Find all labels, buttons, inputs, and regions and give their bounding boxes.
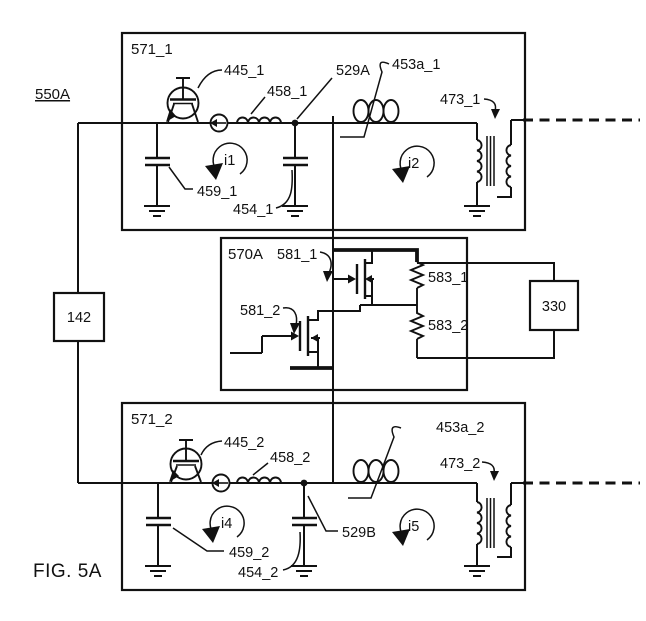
label-458_1: 458_1	[267, 84, 307, 100]
stage1-box-label: 571_1	[131, 41, 173, 58]
label-529A-leader	[296, 77, 333, 120]
label-529B: 529B	[342, 525, 376, 541]
label-445_1: 445_1	[224, 63, 264, 79]
coil-453a_2-icon	[352, 459, 400, 483]
transformer-473_2-icon	[464, 483, 512, 577]
capacitor-459_2-icon	[145, 483, 171, 577]
mosfet-581_1-icon	[333, 250, 374, 305]
loop-i4-icon	[202, 505, 245, 543]
stage2-box-label: 571_2	[131, 411, 173, 428]
label-458_1-leader	[250, 96, 266, 115]
inductor-458_1-icon	[236, 116, 282, 124]
label-458_2: 458_2	[270, 450, 310, 466]
label-459_2-leader	[172, 527, 224, 552]
resistor-583_2-icon	[408, 305, 426, 358]
mosfet-581_2-icon	[230, 305, 361, 370]
loop-i5-icon	[392, 508, 435, 546]
label-529B-leader	[307, 495, 338, 532]
label-i2: i2	[408, 156, 419, 172]
label-445_1-leader	[197, 69, 223, 89]
label-583_1: 583_1	[428, 270, 468, 286]
loop-i2-icon	[392, 145, 435, 183]
load-top-wire	[417, 262, 555, 281]
converter-box-label: 570A	[228, 246, 263, 263]
label-529A: 529A	[336, 63, 370, 79]
coil-453a_1-leader	[340, 61, 390, 138]
label-459_2: 459_2	[229, 545, 269, 561]
label-453a_1: 453a_1	[392, 57, 440, 73]
label-i1: i1	[224, 153, 235, 169]
system-label: 550A	[35, 86, 70, 103]
label-i4: i4	[221, 516, 232, 532]
label-581_1: 581_1	[277, 247, 317, 263]
label-445_2-leader	[200, 440, 223, 456]
label-330: 330	[542, 299, 566, 315]
current-source-icon	[209, 113, 229, 133]
label-458_2-leader	[252, 462, 269, 476]
label-454_2-leader	[282, 531, 301, 571]
label-445_2: 445_2	[224, 435, 264, 451]
transformer-473_1-icon	[464, 120, 512, 217]
tube-445_1-icon	[166, 77, 200, 123]
label-454_1-leader	[275, 169, 294, 209]
capacitor-454_1-icon	[282, 126, 308, 217]
label-459_1-leader	[168, 166, 193, 190]
label-581_1-arrow	[319, 251, 333, 282]
converter-box	[219, 236, 469, 392]
resistor-583_1-icon	[408, 261, 426, 305]
label-453a_2: 453a_2	[436, 420, 484, 436]
label-473_2-arrow	[481, 461, 499, 481]
label-583_2: 583_2	[428, 318, 468, 334]
capacitor-454_2-icon	[291, 486, 317, 577]
label-581_2: 581_2	[240, 303, 280, 319]
coil-453a_1-icon	[352, 99, 400, 123]
loop-i1-icon	[205, 142, 248, 180]
node-529A-dot	[291, 119, 299, 127]
stage1-box	[120, 31, 527, 232]
figure-caption: FIG. 5A	[33, 561, 102, 582]
node-529B-dot	[300, 479, 308, 487]
label-473_2: 473_2	[440, 456, 480, 472]
label-473_1-arrow	[483, 98, 500, 119]
coil-453a_2-leader	[348, 425, 402, 499]
label-454_2: 454_2	[238, 565, 278, 581]
tube-445_2-icon	[169, 439, 203, 483]
label-473_1: 473_1	[440, 92, 480, 108]
label-581_2-arrow	[282, 307, 300, 334]
label-459_1: 459_1	[197, 184, 237, 200]
load-bottom-wire	[417, 330, 555, 359]
label-i5: i5	[408, 519, 419, 535]
capacitor-459_1-icon	[144, 123, 170, 217]
inductor-458_2-icon	[236, 476, 282, 484]
label-454_1: 454_1	[233, 202, 273, 218]
converter-top-rail	[333, 248, 419, 262]
current-source-2-icon	[211, 473, 231, 493]
stage2-box	[120, 401, 527, 592]
label-142: 142	[67, 310, 91, 326]
